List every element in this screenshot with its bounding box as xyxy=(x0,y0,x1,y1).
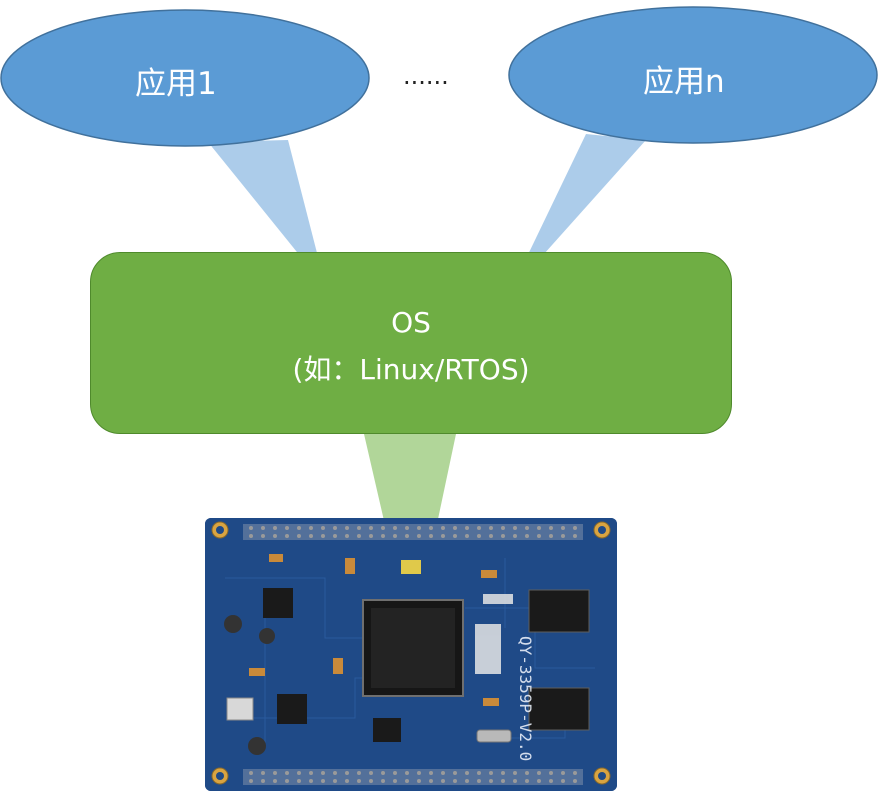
board-silkscreen: QY-3359P-V2.0 xyxy=(516,636,535,762)
appn-ellipse xyxy=(508,6,878,144)
os-title: OS xyxy=(391,306,431,339)
embedded-board-image: QY-3359P-V2.0 xyxy=(205,518,617,791)
beam-app1-to-os xyxy=(208,140,326,288)
app1-ellipse xyxy=(0,9,370,147)
memory-chip-top xyxy=(528,589,590,633)
appn-label: 应用n xyxy=(643,64,725,100)
ellipsis-text: ...... xyxy=(403,62,449,90)
app1-label: 应用1 xyxy=(135,66,217,102)
memory-chip-bottom xyxy=(528,687,590,731)
os-box xyxy=(90,252,732,434)
header-pins-top xyxy=(243,524,583,540)
os-subtitle: (如：Linux/RTOS) xyxy=(292,353,530,386)
